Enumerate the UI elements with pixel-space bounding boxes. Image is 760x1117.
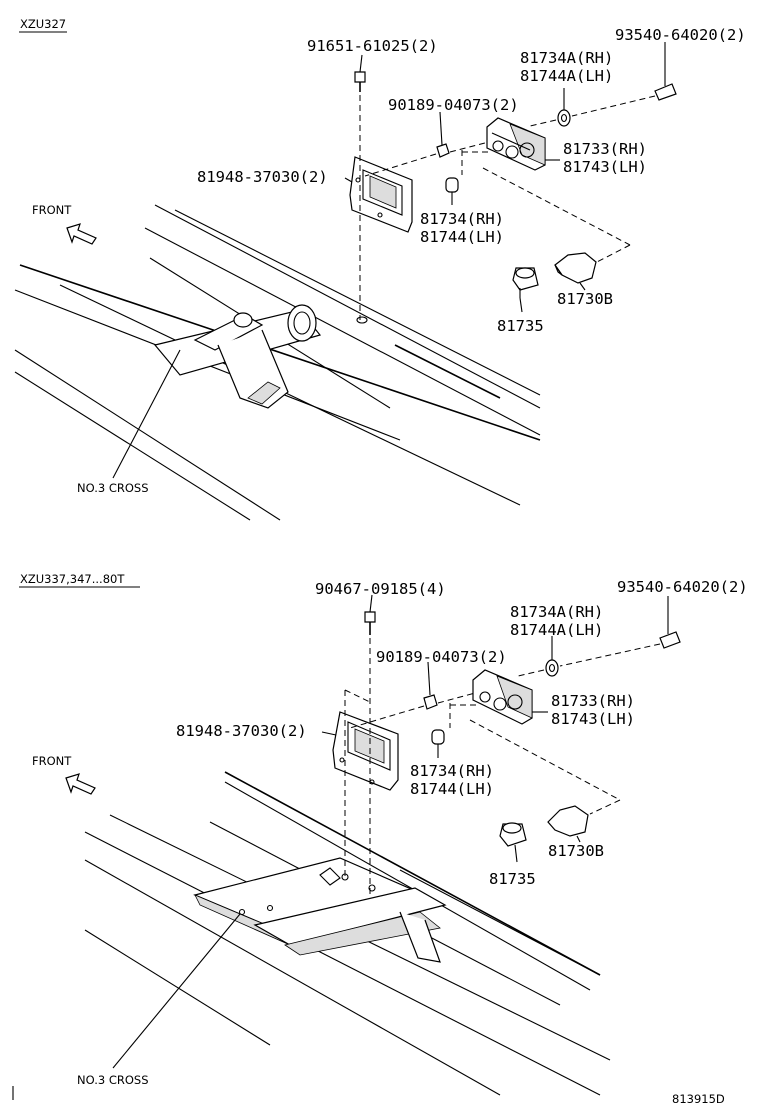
bottom-leaders <box>112 594 669 1069</box>
bottom-cushion <box>431 703 478 745</box>
bottom-screw <box>517 631 681 677</box>
bottom-label-cushion-rh: 81734(RH) <box>410 762 494 780</box>
top-cushion <box>445 150 490 193</box>
top-label-socket: 81735 <box>497 317 544 335</box>
top-nut <box>364 142 486 177</box>
top-bolt <box>354 71 368 324</box>
top-label-lamp-rh: 81733(RH) <box>563 140 647 158</box>
bottom-label-bolt: 90467-09185(4) <box>315 580 446 598</box>
bottom-label-nut: 90189-04073(2) <box>376 648 507 666</box>
top-frame-rails <box>14 204 541 521</box>
bottom-socket <box>499 822 527 863</box>
bottom-label-lamp-lh: 81743(LH) <box>551 710 635 728</box>
bottom-bulb <box>469 719 621 837</box>
bottom-label-bulb: 81730B <box>548 842 604 860</box>
bottom-label-bracket: 81948-37030(2) <box>176 722 307 740</box>
bottom-label-socket: 81735 <box>489 870 536 888</box>
drawing-number: 813915D <box>672 1092 725 1106</box>
bottom-label-cross: NO.3 CROSS <box>77 1073 149 1087</box>
bottom-bolt <box>344 611 376 895</box>
top-side-lamp <box>486 117 546 171</box>
bottom-label-screw: 93540-64020(2) <box>617 578 748 596</box>
bottom-part-labels: 90467-09185(4) 93540-64020(2) 81734A(RH)… <box>77 578 748 1087</box>
top-label-bracket: 81948-37030(2) <box>197 168 328 186</box>
bottom-label-cushion-lh: 81744(LH) <box>410 780 494 798</box>
top-bulb <box>482 167 631 284</box>
top-cross-member <box>153 304 322 409</box>
top-label-cushion-lh: 81744(LH) <box>420 228 504 246</box>
bottom-label-lamp-rh: 81733(RH) <box>551 692 635 710</box>
bottom-cross-member <box>193 857 447 963</box>
top-bracket <box>349 156 413 233</box>
top-label-bulb: 81730B <box>557 290 613 308</box>
bottom-nut <box>349 692 476 729</box>
top-label-nut: 90189-04073(2) <box>388 96 519 114</box>
top-socket <box>512 267 539 298</box>
top-diagram: XZU327 <box>14 17 746 521</box>
top-part-labels: 91651-61025(2) 93540-64020(2) 81734A(RH)… <box>77 26 746 495</box>
top-label-screw: 93540-64020(2) <box>615 26 746 44</box>
bottom-side-lamp <box>472 669 533 725</box>
top-washer <box>557 109 571 127</box>
top-label-washer-lh: 81744A(LH) <box>520 67 613 85</box>
top-leaders <box>112 42 666 479</box>
bottom-label-washer-lh: 81744A(LH) <box>510 621 603 639</box>
top-label-washer-rh: 81734A(RH) <box>520 49 613 67</box>
top-label-cushion-rh: 81734(RH) <box>420 210 504 228</box>
bottom-label-washer-rh: 81734A(RH) <box>510 603 603 621</box>
top-label-lamp-lh: 81743(LH) <box>563 158 647 176</box>
top-model-label: XZU327 <box>20 17 66 31</box>
bottom-bracket <box>332 711 399 791</box>
bottom-front-arrow: FRONT <box>32 754 96 795</box>
bottom-front-label: FRONT <box>32 754 72 768</box>
top-front-label: FRONT <box>32 203 72 217</box>
bottom-diagram: XZU337,347...80T <box>19 572 748 1096</box>
top-label-bolt: 91651-61025(2) <box>307 37 438 55</box>
top-screw <box>529 83 677 127</box>
bottom-washer <box>545 659 559 677</box>
top-front-arrow: FRONT <box>32 203 97 245</box>
top-label-cross: NO.3 CROSS <box>77 481 149 495</box>
bottom-model-label: XZU337,347...80T <box>20 572 125 586</box>
